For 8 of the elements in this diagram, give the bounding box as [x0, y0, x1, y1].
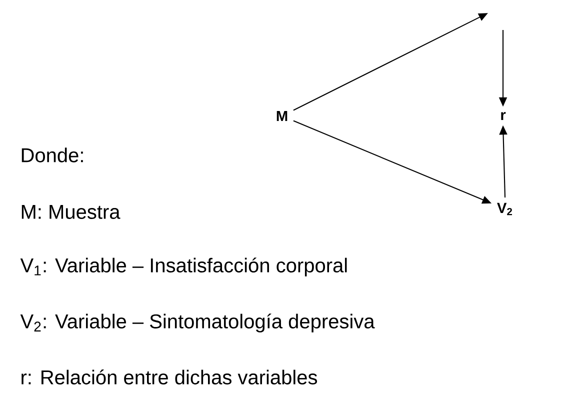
node-label: V$_{2}$ [497, 202, 512, 216]
legend-text: Donde: [22, 148, 83, 162]
legend-text: V$_{2}$: Variable – Sintomatología depresiva [20, 314, 375, 332]
legend-text: M: Muestra [22, 205, 120, 219]
legend-text: r: Relación entre dichas variables [22, 370, 318, 384]
node-label: M [276, 110, 288, 122]
legend-text: V$_{1}$: Variable – Insatisfacción corporal [20, 258, 347, 276]
node-label: r [501, 112, 506, 120]
